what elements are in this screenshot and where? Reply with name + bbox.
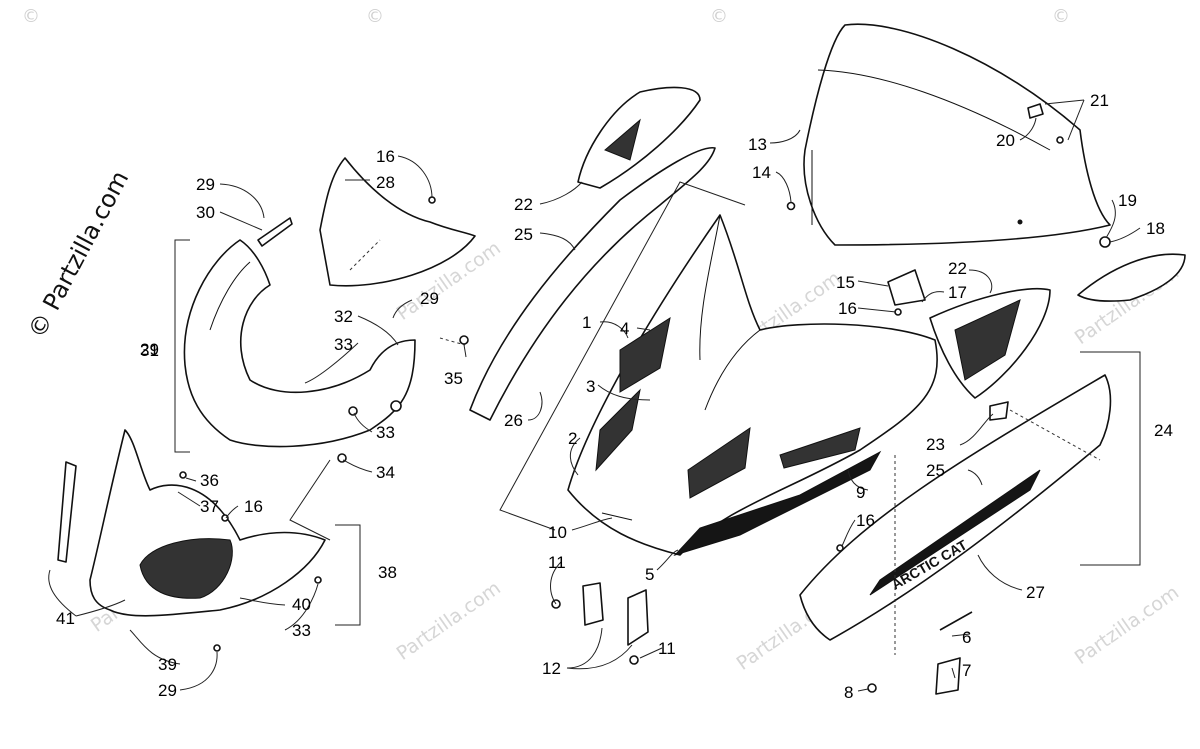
callout-label: 11 [658,639,676,658]
callout-label: 12 [542,659,561,678]
callout-label: 38 [378,563,397,582]
headlight-accent [1077,236,1186,302]
callout-label: 3 [586,377,595,396]
nose-cowl [183,239,416,448]
callout-label: 35 [444,369,463,388]
callout-label: 16 [856,511,875,530]
callout-label: 13 [748,135,767,154]
callout-label: 20 [996,131,1015,150]
callout-label: 39 [158,655,177,674]
callout-label: 18 [1146,219,1165,238]
callout-label: 5 [645,565,654,584]
callout-label: 28 [376,173,395,192]
callout-label: 8 [844,683,853,702]
callout-label: 7 [962,661,971,680]
callout-labels: 1 2 3 4 5 6 7 8 9 10 11 11 12 13 14 15 1… [56,91,1173,702]
callout-label: 16 [244,497,263,516]
windshield [786,23,1111,246]
side-trim [469,86,716,421]
callout-label: 24 [1154,421,1173,440]
callout-label: 29 [420,289,439,308]
callout-label: 1 [582,313,591,332]
right-side-panel: ARCTIC CAT [799,374,1112,641]
callout-label: 11 [548,553,566,572]
callout-label: 29 [140,340,159,359]
callout-label: 27 [1026,583,1045,602]
callout-label: 26 [504,411,523,430]
watermark-corner: © [366,6,384,27]
callout-label: 22 [514,195,533,214]
callout-label: 30 [196,203,215,222]
callout-label: 25 [514,225,533,244]
callout-label: 36 [200,471,219,490]
callout-label: 16 [838,299,857,318]
callout-label: 22 [948,259,967,278]
callout-label: 10 [548,523,567,542]
group-brackets [174,181,1141,655]
callout-label: 17 [948,283,967,302]
hardware [179,103,1064,695]
watermark-corner: © [710,6,728,27]
callout-label: 14 [752,163,771,182]
callout-label: 25 [926,461,945,480]
callout-label: 19 [1118,191,1137,210]
side-watermark: © Partzilla.com [23,166,135,343]
callout-label: 15 [836,273,855,292]
callout-label: 33 [292,621,311,640]
callout-label: 29 [196,175,215,194]
callout-label: 33 [376,423,395,442]
callout-label: 4 [620,319,629,338]
callout-label: 29 [158,681,177,700]
callout-label: 31 [140,341,159,360]
callout-label: 21 [1090,91,1109,110]
callout-label: 37 [200,497,219,516]
callout-label: 9 [856,483,865,502]
callout-label: 16 [376,147,395,166]
top-cowl [319,157,476,287]
callout-label: 33 [334,335,353,354]
watermark-corner: © [22,6,40,27]
lower-bumper [57,429,326,617]
callout-label: 2 [568,429,577,448]
callout-label: 32 [334,307,353,326]
right-upper-trim [929,287,1051,399]
callout-label: 34 [376,463,395,482]
watermark-corner: © [1052,6,1070,27]
leader-lines [48,99,1141,692]
callout-label: 41 [56,609,75,628]
hood [567,214,938,557]
watermark-text: Partzilla.com [393,577,505,665]
callout-label: 6 [962,628,971,647]
callout-label: 40 [292,595,311,614]
watermark-text: Partzilla.com [1071,581,1183,669]
callout-label: 23 [926,435,945,454]
